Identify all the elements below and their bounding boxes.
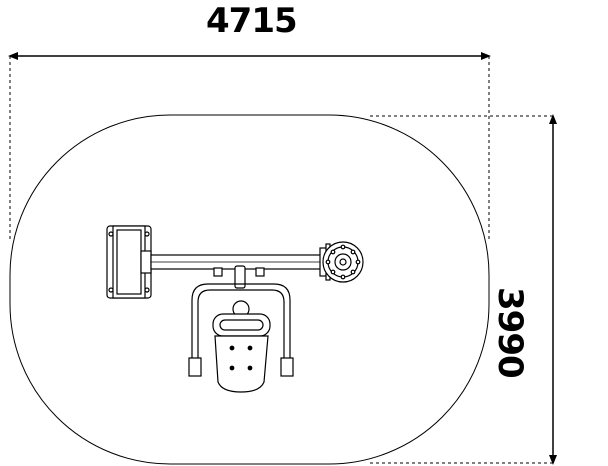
beam-clamps [213,265,265,289]
equipment [106,225,364,393]
extension-lines [9,56,553,464]
height-dimension-line [549,114,557,465]
width-dimension-line [8,52,491,60]
seat-frame [188,283,294,377]
safety-zone-outline [9,114,490,465]
width-dimension-label: 4715 [206,1,298,41]
left-post [106,225,152,299]
seat [212,313,271,393]
pivot-hub [319,241,364,283]
height-dimension-label: 3990 [490,287,530,378]
